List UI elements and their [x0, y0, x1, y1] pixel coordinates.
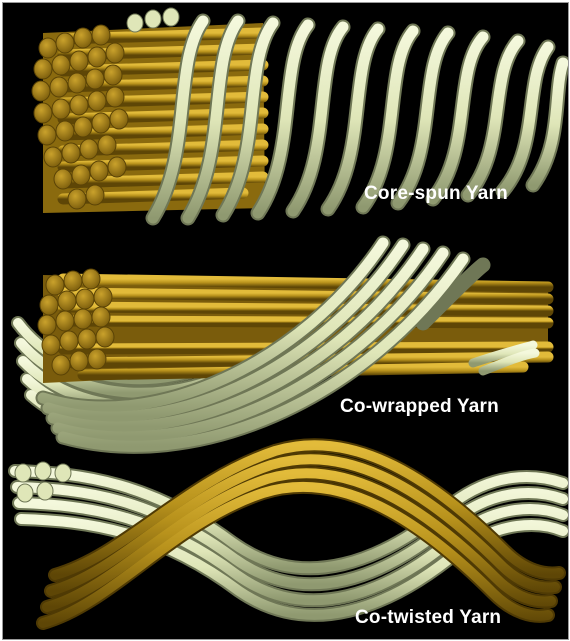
- co-wrapped-yarn-caption: Co-wrapped Yarn: [340, 396, 499, 418]
- co-twisted-yarn-illustration: [15, 445, 563, 623]
- yarn-illustration: [3, 3, 568, 639]
- co-twisted-yarn-caption: Co-twisted Yarn: [355, 607, 501, 629]
- core-spun-yarn-caption: Core-spun Yarn: [364, 183, 508, 205]
